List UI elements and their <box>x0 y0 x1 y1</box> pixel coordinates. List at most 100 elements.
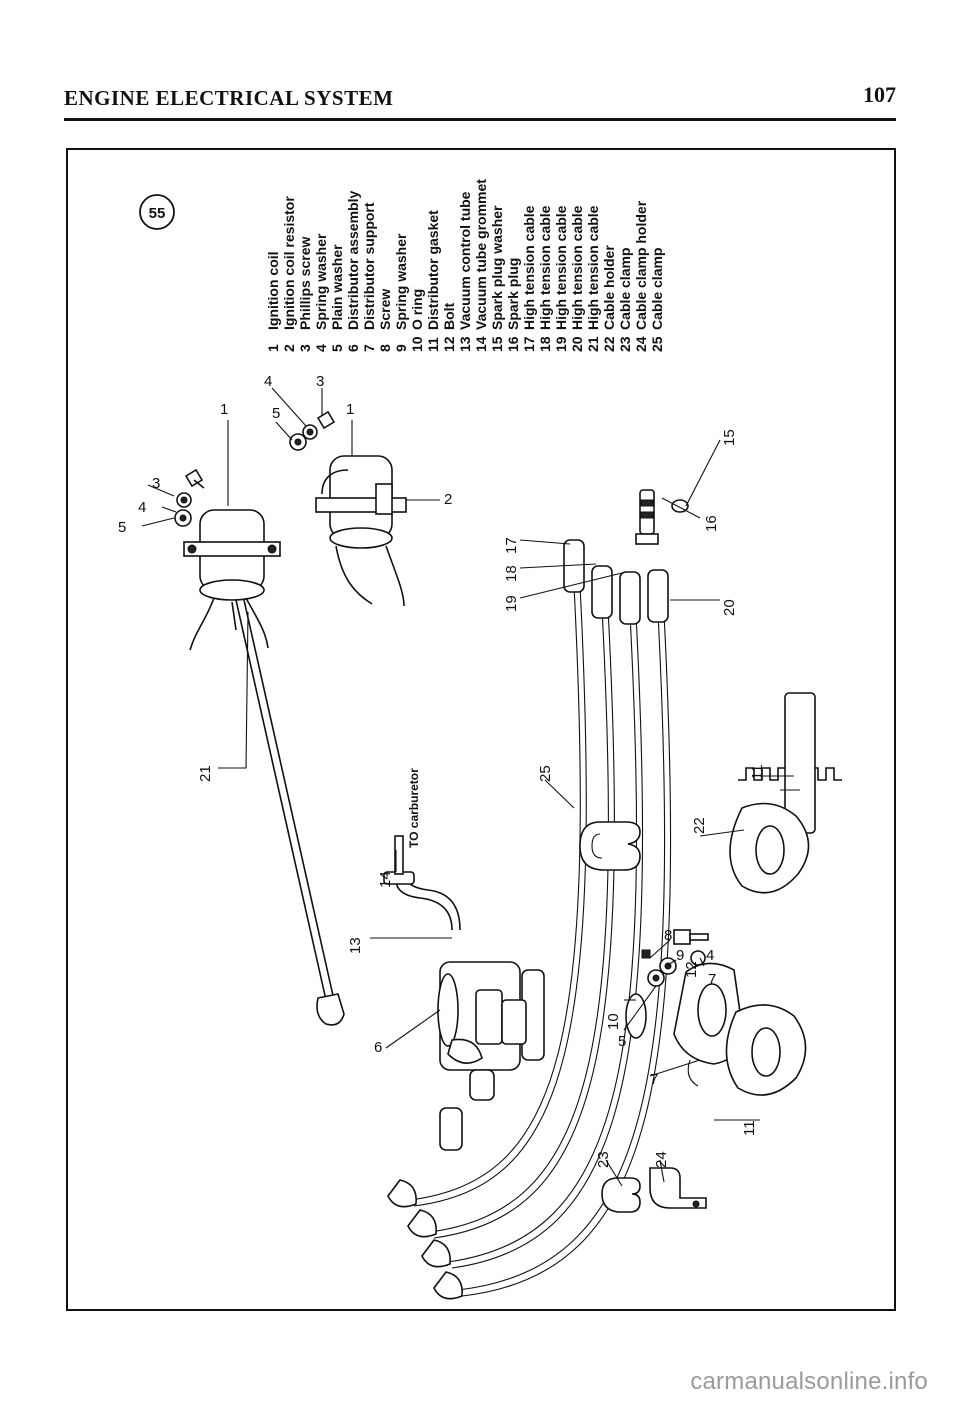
svg-text:16: 16 <box>505 336 521 352</box>
svg-text:O ring: O ring <box>409 289 425 330</box>
legend-item: 25 Cable clamp <box>649 248 665 352</box>
leader-lines <box>141 387 800 1187</box>
callout-25: 25 <box>537 765 554 782</box>
callout-9: 9 <box>676 947 684 964</box>
legend-item: 12 Bolt <box>441 302 457 352</box>
legend-item: 22 Cable holder <box>601 245 617 352</box>
high-tension-cables <box>387 539 672 1300</box>
svg-text:High tension cable: High tension cable <box>553 205 569 330</box>
svg-text:1: 1 <box>265 344 281 352</box>
callout-5: 5 <box>272 405 280 422</box>
callout-10: 10 <box>605 1013 622 1030</box>
svg-text:Phillips screw: Phillips screw <box>297 237 313 330</box>
svg-text:Plain washer: Plain washer <box>329 244 345 330</box>
svg-text:Cable clamp: Cable clamp <box>649 248 665 330</box>
callout-7: 7 <box>650 1071 658 1088</box>
callout-1: 1 <box>346 401 354 418</box>
svg-text:Distributor assembly: Distributor assembly <box>345 191 361 330</box>
callout-1: 1 <box>220 401 228 418</box>
figure-number-badge: 55 <box>139 194 175 230</box>
svg-text:High tension cable: High tension cable <box>537 205 553 330</box>
svg-text:Screw: Screw <box>377 289 393 330</box>
callout-15: 15 <box>721 429 738 446</box>
figure-frame <box>66 148 896 1311</box>
svg-text:Vacuum tube grommet: Vacuum tube grommet <box>473 179 489 330</box>
callout-5: 5 <box>618 1033 626 1050</box>
svg-text:Spark plug washer: Spark plug washer <box>489 205 505 330</box>
svg-text:24: 24 <box>633 336 649 352</box>
callout-6: 6 <box>374 1039 382 1056</box>
callout-20: 20 <box>721 599 738 616</box>
callout-5: 5 <box>118 519 126 536</box>
svg-text:8: 8 <box>377 344 393 352</box>
distributor-gasket-upper <box>729 802 810 894</box>
svg-text:10: 10 <box>409 336 425 352</box>
svg-text:2: 2 <box>281 344 297 352</box>
callout-2: 2 <box>444 491 452 508</box>
callout-8: 8 <box>664 927 672 944</box>
ignition-coil-lower <box>315 455 407 607</box>
coil-hardware-lower <box>289 410 336 451</box>
svg-text:23: 23 <box>617 336 633 352</box>
cable-clamp-23 <box>601 1177 641 1213</box>
callout-12: 12 <box>683 961 700 978</box>
svg-text:Cable holder: Cable holder <box>601 245 617 330</box>
legend-item: 1 Ignition coil <box>265 251 281 352</box>
svg-text:Ignition coil: Ignition coil <box>265 251 281 330</box>
callout-4: 4 <box>264 373 272 390</box>
svg-text:Distributor support: Distributor support <box>361 202 377 330</box>
callout-21: 21 <box>197 765 214 782</box>
callout-11: 11 <box>741 1120 758 1136</box>
svg-text:Distributor gasket: Distributor gasket <box>425 210 441 330</box>
svg-text:13: 13 <box>457 336 473 352</box>
svg-text:22: 22 <box>601 336 617 352</box>
distributor-gasket-lower <box>725 1004 807 1096</box>
legend-item: 15 Spark plug washer <box>489 205 505 352</box>
svg-text:High tension cable: High tension cable <box>585 205 601 330</box>
high-tension-cable-21 <box>235 599 345 1026</box>
svg-text:14: 14 <box>473 336 489 352</box>
callout-11: 11 <box>749 764 766 780</box>
svg-text:7: 7 <box>361 344 377 352</box>
callout-16: 16 <box>703 515 720 532</box>
callout-numbers: 5 4 3 1 5 4 3 1 2 21 6 13 14 25 22 11 8 … <box>118 373 766 1168</box>
svg-text:9: 9 <box>393 344 409 352</box>
legend-item: 4 Spring washer <box>313 233 329 352</box>
legend-item: 10 O ring <box>409 289 425 352</box>
callout-7: 7 <box>708 971 716 988</box>
svg-text:25: 25 <box>649 336 665 352</box>
svg-text:12: 12 <box>441 336 457 352</box>
page-number: 107 <box>863 82 896 107</box>
svg-text:11: 11 <box>425 337 441 352</box>
callout-18: 18 <box>503 565 520 582</box>
svg-text:6: 6 <box>345 344 361 352</box>
svg-text:4: 4 <box>313 344 329 352</box>
callout-3: 3 <box>152 475 160 492</box>
svg-text:Spring washer: Spring washer <box>313 233 329 330</box>
callout-14: 14 <box>377 871 394 888</box>
svg-text:15: 15 <box>489 336 505 352</box>
cable-clamp-25 <box>579 821 641 871</box>
svg-text:Bolt: Bolt <box>441 302 457 330</box>
callout-4: 4 <box>138 499 146 516</box>
svg-text:17: 17 <box>521 336 537 352</box>
callout-24: 24 <box>653 1151 670 1168</box>
legend-item: 11 Distributor gasket <box>425 210 441 352</box>
svg-text:18: 18 <box>537 336 553 352</box>
callout-23: 23 <box>595 1151 612 1168</box>
svg-text:5: 5 <box>329 344 345 352</box>
legend-item: 8 Screw <box>377 289 393 352</box>
legend-item: 14 Vacuum tube grommet <box>473 179 489 352</box>
vacuum-control-tube <box>383 835 461 931</box>
